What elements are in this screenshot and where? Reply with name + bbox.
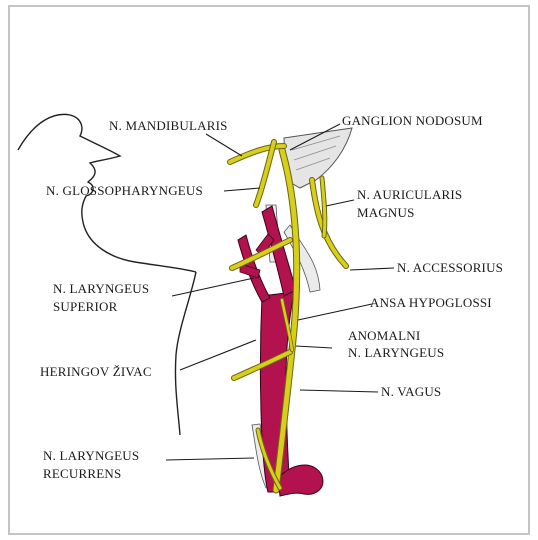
label-n-accessorius: N. ACCESSORIUS [397,260,503,276]
label-n-vagus: N. VAGUS [381,384,441,400]
accessory-nerve [312,180,346,266]
leader-heringov [180,340,256,370]
label-n-mandibularis: N. MANDIBULARIS [109,118,228,134]
label-heringov-zivac: HERINGOV ŽIVAC [40,364,152,380]
label-ganglion-nodosum: GANGLION NODOSUM [342,113,483,129]
label-anomalni-1: ANOMALNI [348,328,420,344]
label-n-laryngeus-recurrens-1: N. LARYNGEUS [43,448,139,464]
leader-mandibularis [206,134,242,156]
label-n-glossopharyngeus: N. GLOSSOPHARYNGEUS [46,183,203,199]
label-n-auricularis-magnus-1: N. AURICULARIS [357,187,462,203]
label-n-laryngeus-superior-1: N. LARYNGEUS [53,281,149,297]
leader-recurrens [166,458,254,460]
label-anomalni-2: N. LARYNGEUS [348,345,444,361]
skull-base-bone [284,128,352,188]
leader-laryngeus-superior [172,278,254,296]
label-n-auricularis-magnus-2: MAGNUS [357,205,415,221]
leader-auricularis [326,200,354,206]
neck-outline [175,272,196,435]
label-ansa-hypoglossi: ANSA HYPOGLOSSI [370,295,492,311]
leader-ansa [298,304,372,320]
leader-glossopharyngeus [224,188,260,191]
leader-anomalni [296,346,332,348]
leader-accessorius [350,268,394,270]
label-n-laryngeus-recurrens-2: RECURRENS [43,466,121,482]
leader-vagus [300,390,378,392]
label-n-laryngeus-superior-2: SUPERIOR [53,299,117,315]
